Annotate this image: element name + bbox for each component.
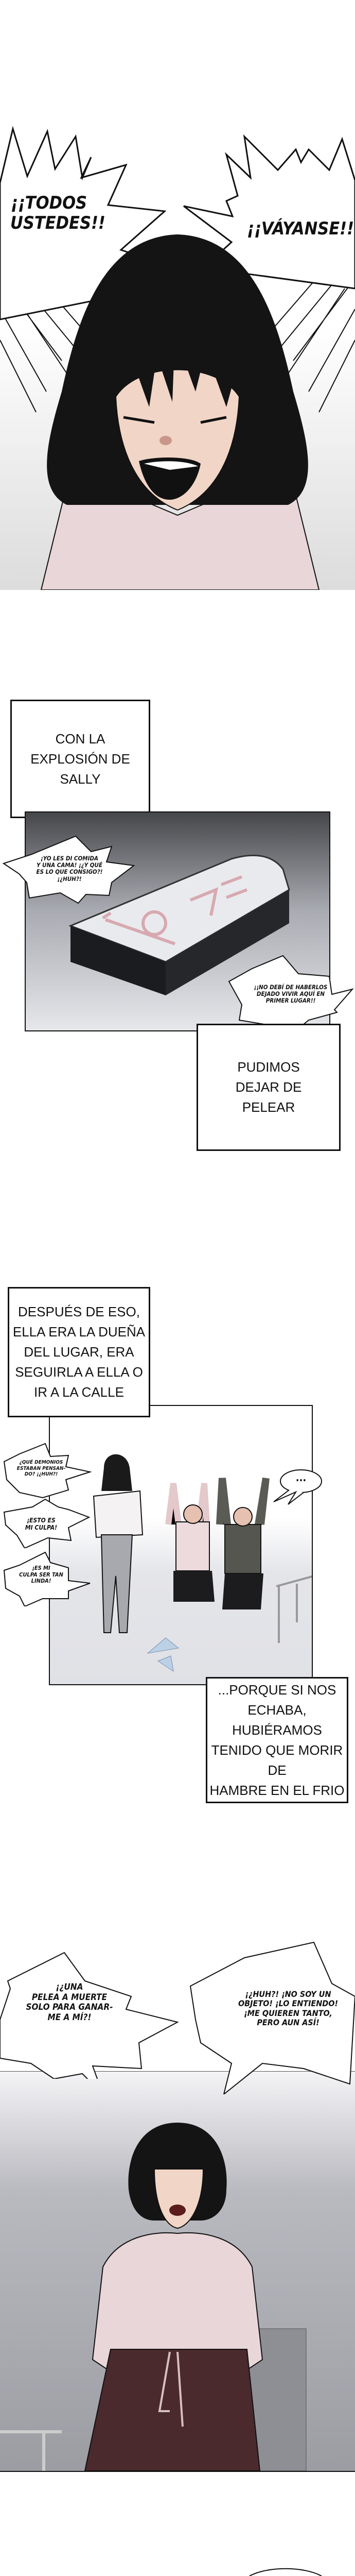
text-line: ¡ES MI [32, 1565, 50, 1571]
speech-bubble-3 [3, 1551, 91, 1606]
text-line: ELLA ERA LA DUEÑA [12, 1324, 146, 1340]
speech-bubble-right [228, 955, 354, 1043]
text-line: USTEDES!! [10, 213, 105, 234]
text-line: ES LO QUE CONSIGO?! [36, 868, 103, 876]
speech-text-right: ¡¡NO DEBÍ DE HABERLOS DEJADO VIVIR AQUÍ … [252, 984, 329, 1005]
text-line: SALLY [60, 771, 101, 787]
text-line: ¡ME QUIEREN TANTO, [244, 2008, 332, 2018]
text-line: DEL LUGAR, ERA [24, 1344, 134, 1360]
text-line: ¡YO LES DI COMIDA [40, 855, 99, 862]
speech-bubble-left [2, 835, 135, 904]
text-line: PELEAR [242, 1099, 295, 1115]
text-line: ¡¿HUH?! [57, 875, 82, 883]
text-line: MI CULPA! [25, 1523, 58, 1531]
narration-caption-3: DESPUÉS DE ESO, ELLA ERA LA DUEÑA DEL LU… [8, 1287, 150, 1417]
speech-bubble-dots [273, 1469, 322, 1505]
text-line: LINDA! [31, 1578, 51, 1585]
narration-caption-4: ...PORQUE SI NOS ECHABA, HUBIÉRAMOS TENI… [206, 1677, 348, 1803]
text-line: ¿QUÉ DEMONIOS [19, 1460, 63, 1465]
text-line: SEGUIRLA A ELLA O [15, 1364, 143, 1380]
text-line: ...PORQUE SI NOS [218, 1682, 336, 1698]
caption-text: CON LA EXPLOSIÓN DE SALLY [30, 729, 130, 789]
text-line: DO? ¡¿HUH?! [24, 1471, 58, 1477]
text-line: Y UNA CAMA! ¡¿Y QUÉ [36, 861, 103, 869]
shout-text-right: ¡¡VÁYANSE!! [247, 218, 354, 239]
speech-text-1: ¿QUÉ DEMONIOS ESTABAN PENSAN- DO? ¡¿HUH?… [13, 1460, 69, 1478]
speech-text-dots: ... [295, 1471, 307, 1484]
woman-hands-on-hips-illustration [0, 2071, 355, 2471]
text-line: ¡¿HUH?! ¡NO SOY UN [245, 1989, 331, 1999]
text-line: HAMBRE EN EL FRIO [209, 1782, 345, 1798]
text-line: PUDIMOS [237, 1059, 300, 1075]
shout-text-left: ¡¡TODOS USTEDES!! [10, 193, 105, 234]
caption-text: PUDIMOS DEJAR DE PELEAR [236, 1057, 302, 1117]
text-line: EXPLOSIÓN DE [30, 751, 130, 767]
speech-text-2: ¡ESTO ES MI CULPA! [15, 1517, 67, 1532]
speech-bubble-2 [3, 1498, 91, 1548]
narration-caption-1: CON LA EXPLOSIÓN DE SALLY [10, 700, 150, 818]
text-line: CON LA [55, 731, 105, 747]
text-line: PERO AUN ASÍ! [257, 2018, 319, 2028]
text-line: ¡¡TODOS [10, 193, 87, 213]
caption-text: DESPUÉS DE ESO, ELLA ERA LA DUEÑA DEL LU… [13, 1302, 145, 1402]
text-line: ¡¡NO DEBÍ DE HABERLOS [254, 984, 328, 991]
fallen-sign-illustration [68, 854, 290, 995]
panel-4-woman-hands-on-hips [0, 2071, 355, 2472]
next-speech-bubble-edge [249, 2568, 322, 2576]
text-line: CULPA SER TAN [19, 1571, 63, 1578]
text-line: DEJADO VIVIR AQUÍ EN [256, 990, 325, 998]
text-line: SOLO PARA GANAR- [26, 2002, 113, 2013]
speech-bubble-right [189, 1941, 355, 2094]
speech-text-left: ¡¿UNA PELEA A MUERTE SOLO PARA GANAR- ME… [18, 1982, 121, 2023]
text-line: ESTABAN PENSAN- [16, 1465, 66, 1471]
text-line: ¡¿UNA [56, 1982, 83, 1992]
text-line: DEJAR DE [235, 1079, 302, 1095]
text-line: DESPUÉS DE ESO, [18, 1304, 140, 1319]
shouting-woman-illustration [0, 126, 355, 590]
narration-caption-2: PUDIMOS DEJAR DE PELEAR [197, 1024, 341, 1151]
text-line: PRIMER LUGAR!! [265, 997, 316, 1005]
text-line: TENIDO QUE MORIR DE [211, 1742, 343, 1778]
text-line: PELEA A MUERTE [31, 1992, 108, 2003]
text-line: IR A LA CALLE [34, 1384, 124, 1400]
text-line: OBJETO! ¡LO ENTIENDO! [238, 1998, 339, 2009]
panel-1-shouting-woman: ¡¡TODOS USTEDES!! ¡¡VÁYANSE!! [0, 0, 355, 590]
caption-text: ...PORQUE SI NOS ECHABA, HUBIÉRAMOS TENI… [207, 1680, 347, 1801]
text-line: ECHABA, HUBIÉRAMOS [232, 1702, 322, 1738]
speech-bubble-1 [3, 1443, 92, 1499]
panel-3-kneeling-men [49, 1405, 313, 1685]
kneeling-men-illustration [93, 1454, 312, 1672]
speech-text-right: ¡¿HUH?! ¡NO SOY UN OBJETO! ¡LO ENTIENDO!… [232, 1989, 345, 2028]
panel-2-sign-on-floor [25, 811, 330, 1031]
speech-bubble-left [0, 1952, 179, 2079]
text-line: ME A MÍ?! [47, 2012, 92, 2023]
speech-text-left: ¡YO LES DI COMIDA Y UNA CAMA! ¡¿Y QUÉ ES… [28, 855, 111, 883]
text-line: ¡ESTO ES [27, 1517, 56, 1524]
speech-text-3: ¡ES MI CULPA SER TAN LINDA! [13, 1565, 69, 1585]
